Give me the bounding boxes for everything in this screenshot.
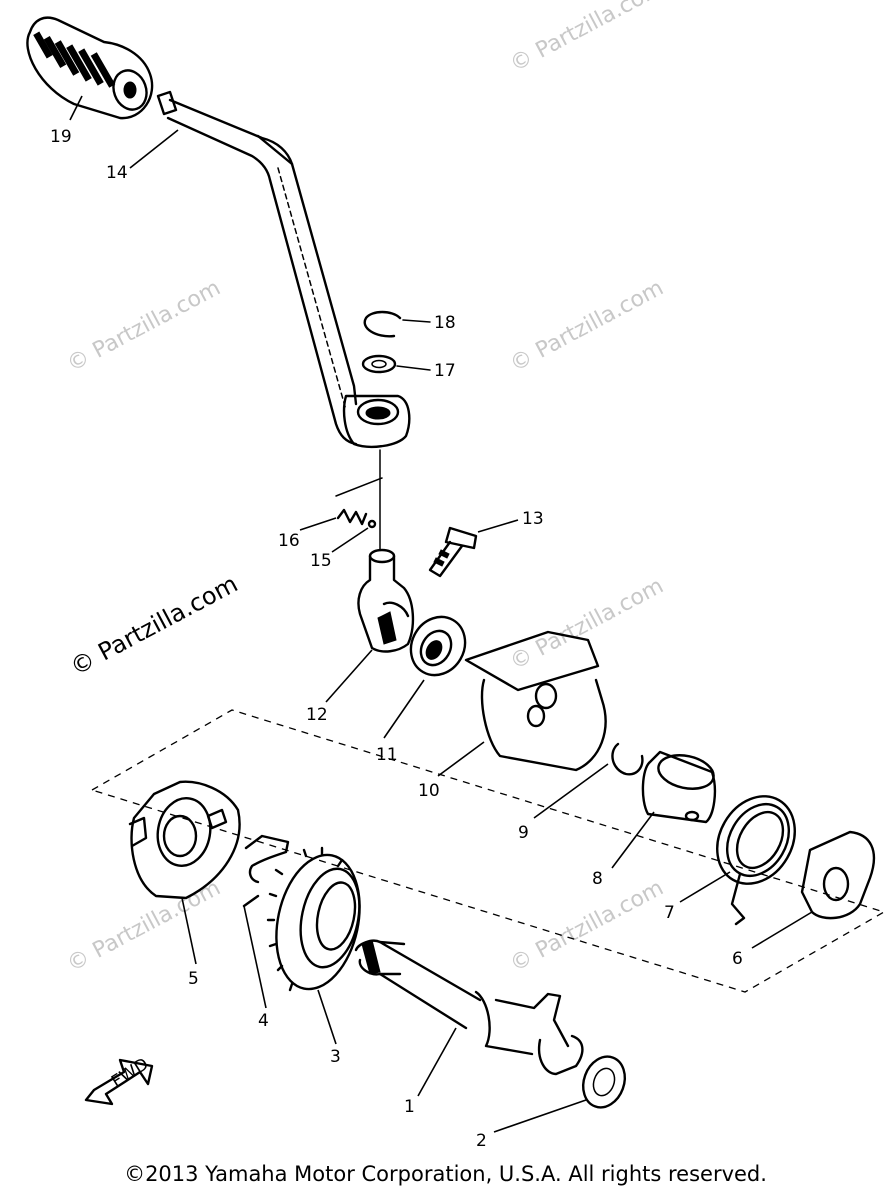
part-6-plate xyxy=(751,830,876,949)
callout-18: 18 xyxy=(434,313,456,333)
copyright-footer: ©2013 Yamaha Motor Corporation, U.S.A. A… xyxy=(124,1162,767,1186)
part-2-washer xyxy=(493,1055,626,1133)
part-1-kick-axle xyxy=(354,939,584,1097)
callout-16: 16 xyxy=(278,531,300,551)
callout-12: 12 xyxy=(306,705,328,725)
part-10-guide xyxy=(437,630,607,777)
part-14-kick-crank xyxy=(156,90,411,448)
watermark: © Partzilla.com xyxy=(506,276,668,378)
callout-4: 4 xyxy=(258,1011,269,1031)
part-3-gear xyxy=(266,846,361,1045)
callout-6: 6 xyxy=(732,949,743,969)
part-5-housing xyxy=(128,780,241,965)
watermark: © Partzilla.com xyxy=(506,0,668,77)
watermark: © Partzilla.com xyxy=(506,876,668,978)
watermark: © Partzilla.com xyxy=(66,570,243,682)
part-12-kick-boss xyxy=(325,548,415,703)
leader-14 xyxy=(129,129,179,169)
part-8-holder xyxy=(611,750,717,869)
callout-labels: 19 14 18 17 13 16 15 12 11 10 9 8 7 6 5 … xyxy=(50,127,743,1151)
part-4-clip xyxy=(242,834,290,1009)
part-19-grip xyxy=(26,16,154,120)
callout-17: 17 xyxy=(434,361,456,381)
watermark: © Partzilla.com xyxy=(63,276,225,378)
callout-14: 14 xyxy=(106,163,128,183)
callout-3: 3 xyxy=(330,1047,341,1067)
fwd-label: FWD xyxy=(108,1054,152,1092)
part-15-ball xyxy=(331,519,377,553)
part-16-spring xyxy=(299,508,368,531)
watermarks: © Partzilla.com © Partzilla.com © Partzi… xyxy=(63,0,668,977)
part-13-bolt xyxy=(428,519,519,578)
part-17-washer xyxy=(361,354,431,374)
callout-2: 2 xyxy=(476,1131,487,1151)
callout-1: 1 xyxy=(404,1097,415,1117)
part-7-torsion-spring xyxy=(679,795,796,926)
callout-19: 19 xyxy=(50,127,72,147)
part-18-circlip xyxy=(363,310,431,338)
callout-7: 7 xyxy=(664,903,675,923)
callout-5: 5 xyxy=(188,969,199,989)
callout-11: 11 xyxy=(376,745,398,765)
part-11-oil-seal xyxy=(383,615,467,739)
axis-line xyxy=(335,477,383,497)
callout-9: 9 xyxy=(518,823,529,843)
callout-8: 8 xyxy=(592,869,603,889)
callout-13: 13 xyxy=(522,509,544,529)
part-9-circlip xyxy=(533,742,644,819)
watermark: © Partzilla.com xyxy=(506,574,668,676)
fwd-arrow-icon: FWD xyxy=(84,1054,154,1106)
leader-19 xyxy=(69,95,83,121)
callout-10: 10 xyxy=(418,781,440,801)
assembly-boundary xyxy=(90,709,886,993)
callout-15: 15 xyxy=(310,551,332,571)
